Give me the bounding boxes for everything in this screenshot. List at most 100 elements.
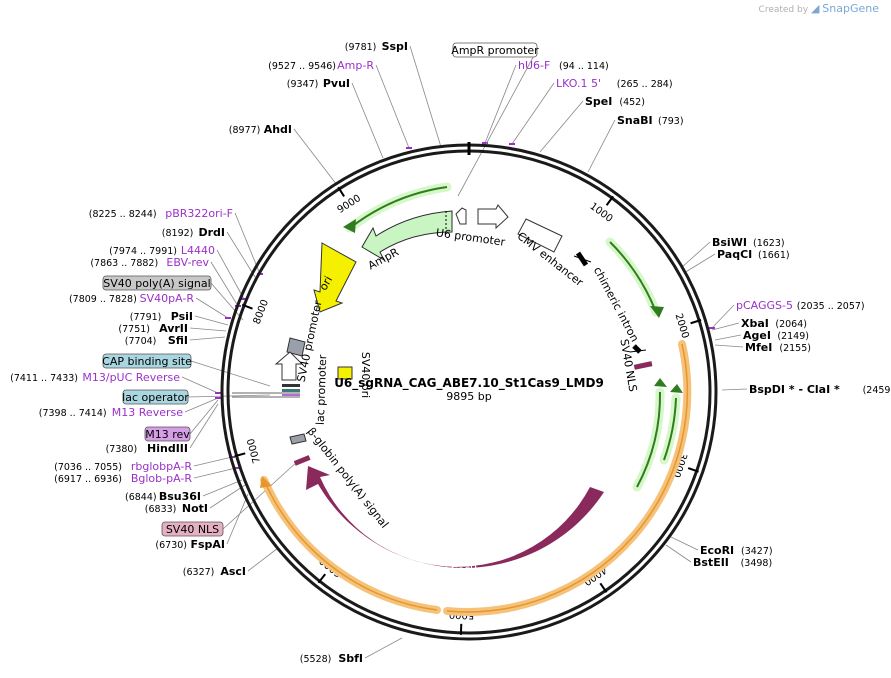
primer-label[interactable]: pBR322ori-F(8225 .. 8244) — [89, 207, 233, 220]
label-name: FspAI — [190, 538, 225, 551]
leader-line — [194, 315, 229, 326]
scale-tick-label: 1000 — [587, 201, 614, 225]
leader-line — [351, 82, 384, 159]
primer-label[interactable]: EBV-rev(7863 .. 7882) — [90, 256, 209, 269]
enzyme-site-label[interactable]: AgeI(2149) — [743, 329, 809, 342]
cap-binding-site-mark — [282, 384, 300, 387]
primer-label[interactable]: hU6-F(94 .. 114) — [518, 59, 609, 72]
label-box — [144, 426, 191, 442]
enzyme-site-label[interactable]: AscI(6327) — [183, 565, 246, 578]
sv40-ori-box — [337, 366, 353, 380]
leader-line — [234, 212, 261, 275]
label-name: EBV-rev — [166, 256, 209, 269]
primer-label[interactable]: M13/pUC Reverse(7411 .. 7433) — [10, 371, 180, 384]
enzyme-site-label[interactable]: BsiWI(1623) — [712, 236, 785, 249]
label-name: hU6-F — [518, 59, 550, 72]
enzyme-site-label[interactable]: SspI(9781) — [345, 40, 408, 53]
label-box — [161, 521, 224, 537]
enzyme-site-label[interactable]: HindIII(7380) — [106, 442, 188, 455]
label-box — [122, 389, 189, 405]
label-name: NotI — [182, 502, 208, 515]
feature-box-label[interactable]: M13 rev — [144, 426, 191, 442]
enzyme-site-label[interactable]: XbaI(2064) — [741, 317, 807, 330]
scale-tick-label: 8000 — [252, 298, 271, 326]
label-position: (8977) — [229, 125, 261, 136]
enzyme-site-label[interactable]: SpeI(452) — [585, 95, 645, 108]
enzyme-site-label[interactable]: PvuI(9347) — [287, 77, 350, 90]
enzyme-site-label[interactable]: PaqCI(1661) — [717, 248, 790, 261]
primer-label[interactable]: Amp-R(9527 .. 9546) — [268, 59, 374, 72]
feature-box-label[interactable]: AmpR promoter — [451, 42, 539, 58]
primer-label[interactable]: SV40pA-R(7809 .. 7828) — [69, 292, 194, 305]
label-position: (6327) — [183, 567, 215, 578]
label-position: (7398 .. 7414) — [39, 408, 107, 419]
leader-line — [202, 479, 243, 497]
scale-tick-label: 7000 — [246, 437, 263, 464]
primer-label[interactable]: pCAGGS-5(2035 .. 2057) — [736, 299, 865, 312]
enzyme-site-label[interactable]: AhdI(8977) — [229, 123, 292, 136]
feature-box-label[interactable]: lac operator — [122, 389, 189, 405]
label-name: PsiI — [171, 310, 193, 323]
enzyme-site-label[interactable]: DrdI(8192) — [162, 226, 225, 239]
leader-line — [721, 388, 748, 391]
orange-feature-arc-right-core — [446, 343, 689, 613]
scale-tick — [690, 319, 702, 325]
enzyme-site-label[interactable]: SfiI(7704) — [125, 334, 188, 347]
leader-line — [226, 493, 249, 545]
label-position: (5528) — [300, 654, 332, 665]
enzyme-site-label[interactable]: EcoRI(3427) — [700, 544, 773, 557]
leader-line — [714, 334, 742, 341]
enzyme-site-label[interactable]: SnaBI(793) — [617, 114, 684, 127]
label-name: BsiWI — [712, 236, 747, 249]
primer-label[interactable]: Bglob-pA-R(6917 .. 6936) — [54, 472, 192, 485]
scale-tick — [337, 186, 345, 198]
chimeric-intron-line — [573, 255, 592, 263]
leader-line — [511, 82, 555, 145]
nls-small-box — [633, 361, 653, 370]
enzyme-site-label[interactable]: PsiI(7791) — [130, 310, 193, 323]
label-position: (2035 .. 2057) — [797, 301, 865, 312]
scale-tick — [599, 582, 608, 593]
inner-feature-label: SV40 ori — [359, 352, 372, 398]
label-name: SpeI — [585, 95, 612, 108]
feature-box-label[interactable]: CAP binding site — [102, 353, 192, 369]
leader-line — [222, 460, 299, 530]
primer-label[interactable]: L4440 (7974 .. 7991) — [109, 244, 215, 257]
label-name: L4440 — [181, 244, 215, 257]
inner-feature-label: U6 promoter — [435, 226, 506, 249]
primer-label[interactable]: M13 Reverse(7398 .. 7414) — [39, 406, 183, 419]
enzyme-site-label[interactable]: Bsu36I(6844) — [125, 490, 201, 503]
label-box-text: SV40 NLS — [166, 523, 219, 536]
label-position: (7809 .. 7828) — [69, 294, 137, 305]
enzyme-site-label[interactable]: BstEII(3498) — [693, 556, 772, 569]
label-name: BstEII — [693, 556, 729, 569]
feature-box-label[interactable]: SV40 poly(A) signal — [102, 275, 212, 291]
leader-line — [375, 64, 410, 149]
leader-line — [216, 249, 245, 300]
label-name: Bsu36I — [159, 490, 201, 503]
leader-line — [364, 637, 403, 659]
inner-feature-label: ori — [317, 274, 335, 293]
label-position: (7974 .. 7991) — [109, 246, 177, 257]
enzyme-site-label[interactable]: AvrII(7751) — [118, 322, 188, 335]
leader-line — [665, 544, 692, 563]
enzyme-site-label[interactable]: NotI (6833) — [145, 502, 208, 515]
enzyme-site-label[interactable]: MfeI(2155) — [745, 341, 811, 354]
label-position: (7411 .. 7433) — [10, 373, 78, 384]
leader-line — [711, 322, 740, 331]
enzyme-site-label[interactable]: SbfI (5528) — [300, 652, 363, 665]
label-position: (6833) — [145, 504, 177, 515]
label-position: (2149) — [777, 331, 809, 342]
u6-promoter-arrow — [477, 204, 509, 230]
label-box — [452, 42, 538, 58]
enzyme-site-label[interactable]: BspDI * - ClaI *(2459) — [749, 383, 891, 396]
primer-label[interactable]: rbglobpA-R(7036 .. 7055) — [54, 460, 192, 473]
label-name: SbfI — [338, 652, 363, 665]
primer-label[interactable]: LKO.1 5'(265 .. 284) — [556, 77, 673, 90]
leader-line — [484, 64, 517, 144]
feature-box-label[interactable]: SV40 NLS — [161, 521, 224, 537]
enzyme-site-label[interactable]: FspAI(6730) — [155, 538, 225, 551]
orange-feature-arc-left-core — [263, 479, 438, 611]
